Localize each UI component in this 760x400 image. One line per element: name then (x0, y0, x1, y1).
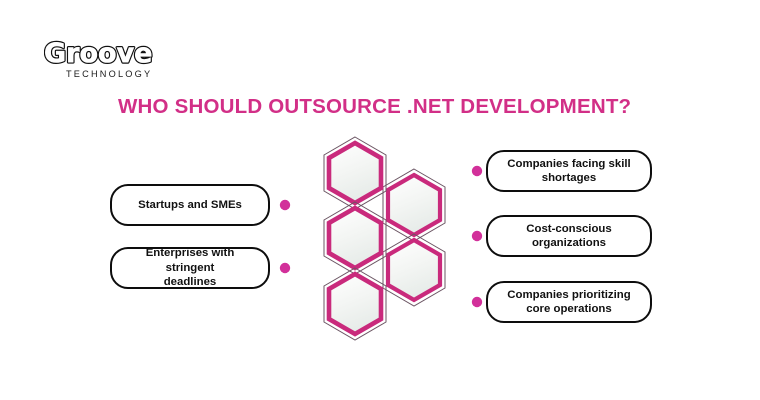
callout-label-wrap: Enterprises with stringent deadlines (122, 246, 258, 289)
callout-label-wrap: Companies facing skill shortages (507, 157, 630, 186)
callout-label-line2: core operations (526, 303, 612, 315)
hexagon-group-right (382, 168, 446, 307)
callout-label-wrap: Cost-conscious organizations (526, 222, 611, 251)
callout-label: Startups and SMEs (138, 198, 242, 211)
hexagon-right-2 (382, 233, 446, 307)
callout-box-startups-and-smes[interactable]: Startups and SMEs (110, 184, 270, 226)
callout-label-line2: deadlines (163, 276, 217, 289)
svg-text:Groove: Groove (44, 38, 153, 69)
callout-box-enterprises-with-stringent-deadlines[interactable]: Enterprises with stringent deadlines (110, 247, 270, 289)
hexagon-left-1 (323, 136, 387, 210)
connector-dot-core (471, 296, 483, 308)
callout-box-companies-facing-skill-shortages[interactable]: Companies facing skill shortages (486, 150, 652, 192)
callout-label-line1: Enterprises with stringent (145, 247, 235, 274)
hexagon-left-3 (323, 267, 387, 341)
callout-label-line1: Companies prioritizing (507, 288, 631, 301)
hexagon-group-left (323, 136, 387, 341)
callout-box-cost-conscious-organizations[interactable]: Cost-conscious organizations (486, 215, 652, 257)
callout-label-wrap: Companies prioritizing core operations (507, 288, 630, 317)
connector-dot-skill (471, 165, 483, 177)
page-title: WHO SHOULD OUTSOURCE .NET DEVELOPMENT? (118, 95, 632, 118)
hexagon-right-1 (382, 168, 446, 242)
connector-dot-startups (279, 199, 291, 211)
hexagon-left-2 (323, 201, 387, 275)
connector-dot-enterprise (279, 262, 291, 274)
callout-label-line2: organizations (531, 237, 607, 249)
callout-label-line1: Companies facing skill (507, 157, 631, 170)
svg-text:Groove: Groove (44, 38, 153, 69)
connector-lines (286, 170, 476, 303)
callout-box-companies-prioritizing-core-operations[interactable]: Companies prioritizing core operations (486, 281, 652, 323)
callout-label-line1: Cost-conscious (526, 222, 612, 235)
connector-dot-cost (471, 230, 483, 242)
connector-dots (279, 165, 483, 308)
logo-wordmark: Groove Groove (44, 37, 154, 71)
logo-tagline: TECHNOLOGY (66, 69, 152, 79)
callout-label-line2: shortages (541, 172, 597, 184)
groove-technology-logo: Groove Groove TECHNOLOGY (44, 36, 164, 82)
